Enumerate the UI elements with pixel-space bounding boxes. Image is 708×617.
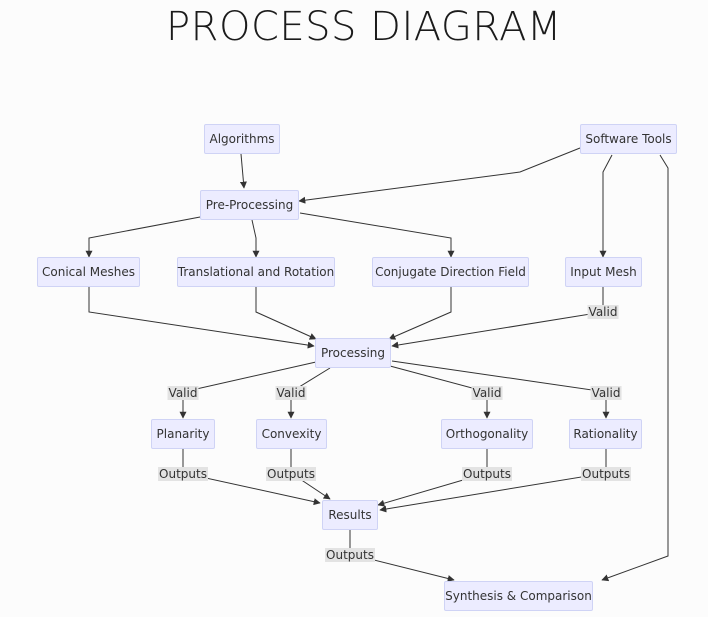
node-planarity[interactable]: Planarity [151,419,215,449]
node-results-label: Results [328,508,372,522]
edge-label-convexity-outputs: Outputs [266,467,316,481]
edge-translational-processing [255,287,317,340]
node-convexity[interactable]: Convexity [256,419,327,449]
node-orthogonality-label: Orthogonality [445,427,529,441]
node-rationality[interactable]: Rationality [569,419,642,449]
edge-softwaretools-inputmesh [599,154,613,258]
node-planarity-label: Planarity [156,427,210,441]
edge-conical-processing [88,287,315,349]
edge-algorithms-preprocessing [239,153,247,189]
node-conical-meshes-label: Conical Meshes [42,265,135,279]
node-conjugate-direction-field[interactable]: Conjugate Direction Field [372,257,529,287]
edge-preprocessing-translational [251,219,260,258]
node-conical-meshes[interactable]: Conical Meshes [37,257,140,287]
node-pre-processing-label: Pre-Processing [205,198,294,212]
node-orthogonality[interactable]: Orthogonality [441,419,533,449]
edge-label-planarity-valid: Valid [167,386,199,400]
edge-label-convexity-valid: Valid [275,386,307,400]
node-translational-rotation[interactable]: Translational and Rotation [177,257,335,287]
node-processing-label: Processing [320,346,386,360]
node-translational-rotation-label: Translational and Rotation [177,265,335,279]
edge-label-orthogonality-valid: Valid [471,386,503,400]
edge-label-rationality-valid: Valid [590,386,622,400]
node-software-tools-label: Software Tools [585,132,672,146]
edge-label-rationality-outputs: Outputs [581,467,631,481]
edge-label-input-mesh-valid: Valid [587,305,619,319]
node-conjugate-direction-field-label: Conjugate Direction Field [375,265,526,279]
diagram-title: PROCESS DIAGRAM [166,4,562,50]
edge-inputmesh-processing [391,287,604,349]
node-input-mesh-label: Input Mesh [570,265,637,279]
node-pre-processing[interactable]: Pre-Processing [200,190,299,220]
edge-label-planarity-outputs: Outputs [158,467,208,481]
node-algorithms-label: Algorithms [209,132,275,146]
edge-softwaretools-preprocessing [298,147,581,204]
node-convexity-label: Convexity [261,427,322,441]
node-synthesis-comparison-label: Synthesis & Comparison [445,589,592,603]
edge-label-orthogonality-outputs: Outputs [462,467,512,481]
node-results[interactable]: Results [322,500,378,530]
node-rationality-label: Rationality [573,427,638,441]
edge-conjugate-processing [388,287,452,340]
edge-label-results-outputs: Outputs [325,548,375,562]
node-synthesis-comparison[interactable]: Synthesis & Comparison [444,581,593,611]
node-input-mesh[interactable]: Input Mesh [565,257,642,287]
node-software-tools[interactable]: Software Tools [580,124,677,154]
node-processing[interactable]: Processing [315,338,391,368]
edge-preprocessing-conjugate [299,212,455,258]
node-algorithms[interactable]: Algorithms [204,124,280,154]
edge-softwaretools-synthesis [601,154,669,582]
edge-preprocessing-conical [85,213,217,258]
